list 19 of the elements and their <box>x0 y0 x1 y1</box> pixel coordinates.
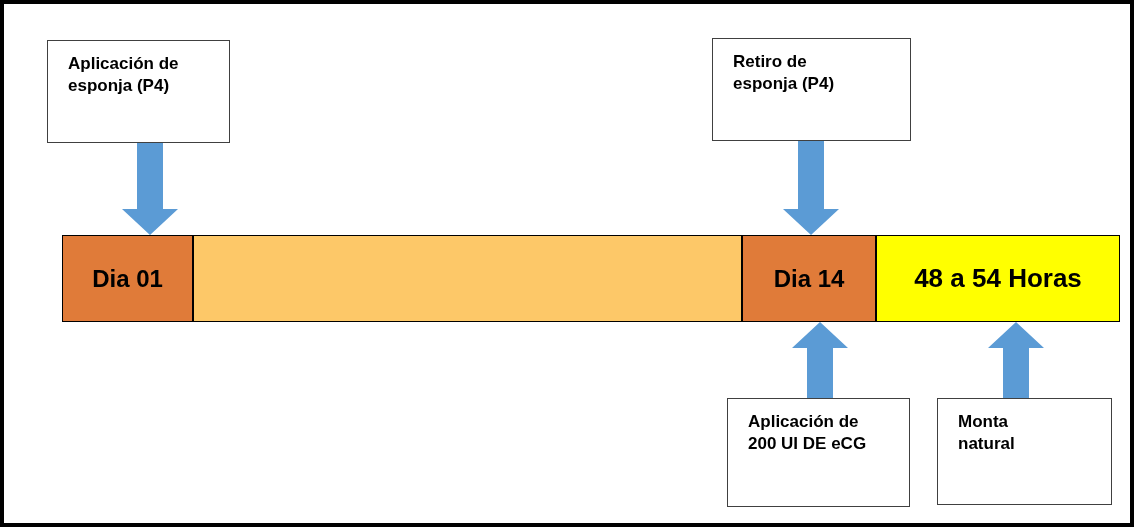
node-text: Aplicación de 200 UI DE eCG <box>748 411 868 455</box>
day-segment <box>62 235 193 322</box>
node-text: Monta natural <box>958 411 1016 455</box>
node-text: Dia 14 <box>773 263 845 294</box>
note-box <box>47 40 230 143</box>
note-box <box>712 38 911 141</box>
block-arrow <box>783 141 839 235</box>
node-text: Aplicación de esponja (P4) <box>68 53 180 97</box>
node-text: Retiro de esponja (P4) <box>733 51 836 95</box>
timeline-bar-segment <box>193 235 742 322</box>
block-arrow <box>988 322 1044 398</box>
hours-segment <box>876 235 1120 322</box>
note-box <box>727 398 910 507</box>
block-arrow <box>792 322 848 398</box>
note-box <box>937 398 1112 505</box>
block-arrow <box>122 143 178 235</box>
day-segment <box>742 235 876 322</box>
node-text: Dia 01 <box>92 263 163 294</box>
node-text: 48 a 54 Horas <box>914 262 1082 295</box>
